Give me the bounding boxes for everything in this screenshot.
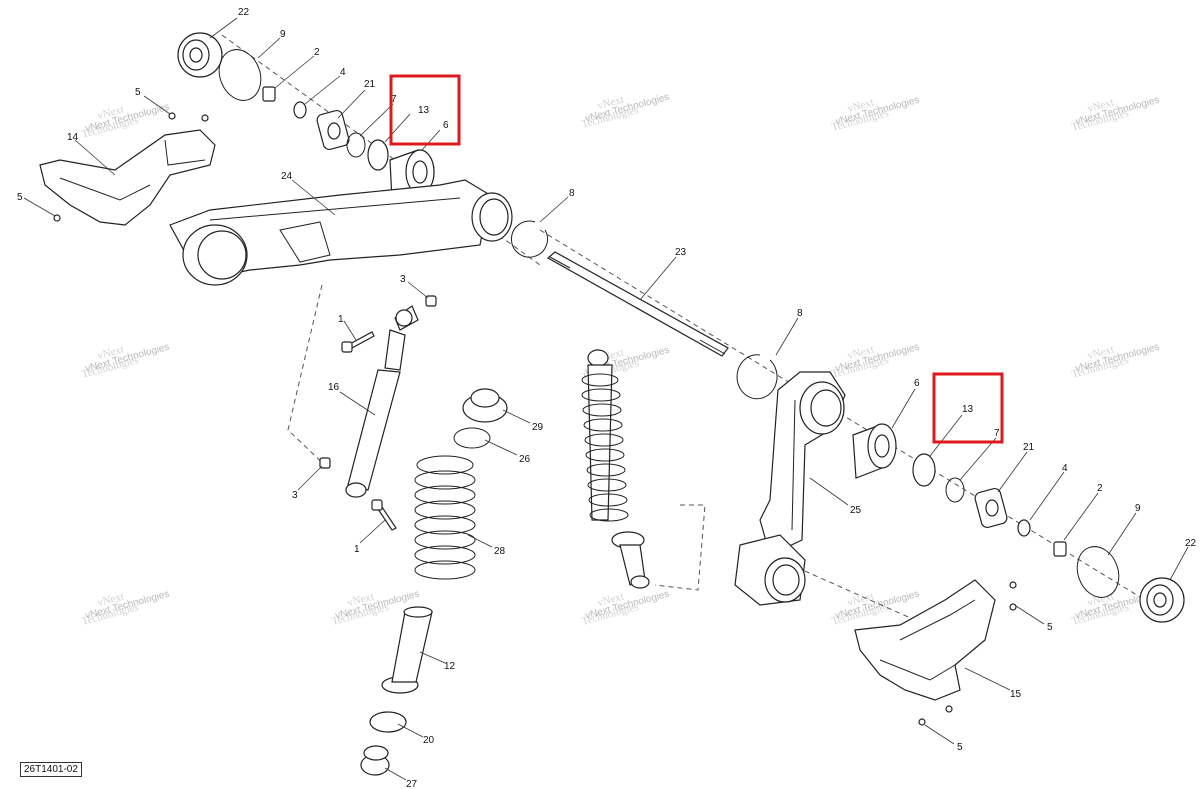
callout-5: 5 [135, 87, 141, 98]
watermark: vNext Technologies vNext Technologies [80, 589, 170, 628]
guard-part-14 [39, 112, 216, 226]
callout-9: 9 [280, 29, 286, 40]
watermark: vNext Technologies vNext Technologies [580, 589, 670, 628]
circlip-part-8-upper [511, 220, 548, 258]
callout-2: 2 [314, 47, 320, 58]
hub-part-22-left [177, 32, 223, 78]
spring-part-28 [414, 455, 476, 580]
clamp-part-9-right [1076, 546, 1120, 598]
highlight-box-part-13-left [389, 74, 461, 146]
callout-3: 3 [292, 490, 298, 501]
watermark: vNext Technologies vNext Technologies [1070, 342, 1160, 381]
circlip-part-7-left [346, 132, 366, 158]
sleeve-part-12 [381, 606, 433, 694]
seal-part-13-left [367, 139, 389, 171]
callout-12: 12 [444, 661, 456, 672]
callout-5: 5 [957, 742, 963, 753]
circlip-part-8-lower [736, 354, 778, 400]
coilover-shock [581, 349, 650, 589]
bolt-part-1-upper [341, 331, 375, 353]
callout-13: 13 [418, 105, 430, 116]
callout-29: 29 [532, 422, 544, 433]
callout-6: 6 [914, 378, 920, 389]
cap-part-27 [360, 745, 390, 776]
callout-26: 26 [519, 454, 531, 465]
watermark: vNext Technologies vNext Technologies [1070, 95, 1160, 134]
callout-22: 22 [238, 7, 250, 18]
leader-lines [23, 17, 1189, 781]
shaft-part-23 [546, 251, 729, 357]
callout-15: 15 [1010, 689, 1022, 700]
guard-part-15 [854, 579, 1017, 726]
bolt-part-1-lower [371, 499, 397, 531]
swing-arm-part-24 [169, 179, 513, 286]
callout-28: 28 [494, 546, 506, 557]
nut-part-3-lower [319, 457, 331, 469]
highlight-box-part-13-right [932, 372, 1004, 444]
nut-part-3-upper [425, 295, 437, 307]
callout-7: 7 [994, 428, 1000, 439]
callout-13: 13 [962, 404, 974, 415]
trailing-arm-part-25 [734, 371, 846, 606]
callout-6: 6 [443, 120, 449, 131]
callout-9: 9 [1135, 503, 1141, 514]
bearing-carrier-part-21-right [974, 487, 1008, 529]
figure-id-label: 26T1401-02 [20, 762, 82, 777]
callout-24: 24 [281, 171, 293, 182]
callout-5: 5 [17, 192, 23, 203]
callout-14: 14 [67, 132, 79, 143]
callout-1: 1 [354, 544, 360, 555]
callout-4: 4 [1062, 463, 1068, 474]
washer-part-4-left [293, 101, 307, 119]
watermark: vNext Technologies vNext Technologies [80, 102, 170, 141]
callout-8: 8 [797, 308, 803, 319]
callout-4: 4 [340, 67, 346, 78]
callout-3: 3 [400, 274, 406, 285]
seal-part-13-right [912, 453, 936, 487]
callout-7: 7 [391, 94, 397, 105]
clamp-part-9-left [218, 49, 262, 101]
watermark: vNext Technologies vNext Technologies [80, 342, 170, 381]
watermark: vNext Technologies vNext Technologies [580, 92, 670, 131]
callout-1: 1 [338, 314, 344, 325]
callout-numbers: 22 9 2 4 21 7 13 6 5 14 5 24 8 23 3 1 16… [17, 7, 1197, 789]
washer-part-20 [369, 711, 407, 733]
hub-part-22-right [1139, 577, 1185, 623]
assembly-centerlines [221, 34, 1146, 641]
bearing-carrier-part-21-left [316, 109, 350, 151]
callout-27: 27 [406, 779, 418, 789]
callout-2: 2 [1097, 483, 1103, 494]
watermark: vNext Technologies vNext Technologies [830, 342, 920, 381]
nut-part-2-left [262, 86, 276, 102]
washer-part-4-right [1017, 519, 1031, 537]
callout-16: 16 [328, 382, 340, 393]
callout-8: 8 [569, 188, 575, 199]
watermark: vNext Technologies vNext Technologies [830, 95, 920, 134]
bearing-part-6-right [852, 423, 897, 479]
callout-25: 25 [850, 505, 862, 516]
callout-23: 23 [675, 247, 687, 258]
nut-part-2-right [1053, 541, 1067, 557]
callout-20: 20 [423, 735, 435, 746]
callout-21: 21 [1023, 442, 1035, 453]
callout-22: 22 [1185, 538, 1197, 549]
callout-5: 5 [1047, 622, 1053, 633]
callout-21: 21 [364, 79, 376, 90]
damper-part-16 [345, 305, 419, 498]
circlip-part-7-right [945, 477, 965, 503]
spring-seat-part-29 [462, 388, 508, 423]
retainer-part-26 [453, 427, 491, 449]
